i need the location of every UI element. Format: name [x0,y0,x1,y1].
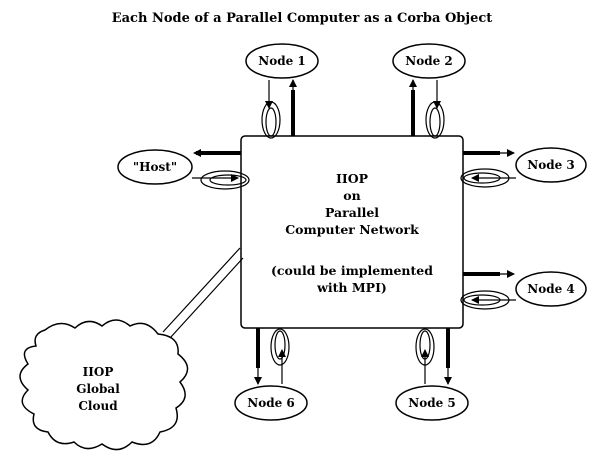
network-line-2: on [343,188,360,203]
network-box [240,135,464,329]
node-host-label: "Host" [133,160,177,174]
node-6-label: Node 6 [247,396,295,410]
node-3-connection [460,149,516,188]
node-1: Node 1 [245,43,319,79]
node-6: Node 6 [234,385,308,421]
diagram-title: Each Node of a Parallel Computer as a Co… [112,11,493,26]
node-2-connection [409,79,445,139]
node-5: Node 5 [395,385,469,421]
node-2: Node 2 [392,43,466,79]
network-line-4: Computer Network [285,222,419,237]
node-4: Node 4 [515,271,587,307]
cloud-link [162,247,244,339]
cloud-line-2: Global [76,382,120,396]
node-4-label: Node 4 [527,282,575,296]
node-3: Node 3 [515,147,587,183]
network-line-7: with MPI) [316,280,387,295]
cloud-line-1: IIOP [83,365,114,379]
node-host: "Host" [117,149,193,185]
node-5-connection [415,328,452,385]
node-4-connection [460,270,516,310]
cloud-line-3: Cloud [78,399,118,413]
network-line-6: (could be implemented [271,263,433,278]
host-connection [192,149,250,190]
network-box-text: IIOP on Parallel Computer Network (could… [271,171,433,295]
node-1-label: Node 1 [258,54,306,68]
network-line-1: IIOP [336,171,369,186]
node-5-label: Node 5 [408,396,456,410]
network-line-3: Parallel [325,205,379,220]
node-1-connection [261,79,297,139]
node-2-label: Node 2 [405,54,453,68]
iiop-global-cloud: IIOP Global Cloud [19,319,189,451]
node-3-label: Node 3 [527,158,575,172]
node-6-connection [254,328,290,385]
